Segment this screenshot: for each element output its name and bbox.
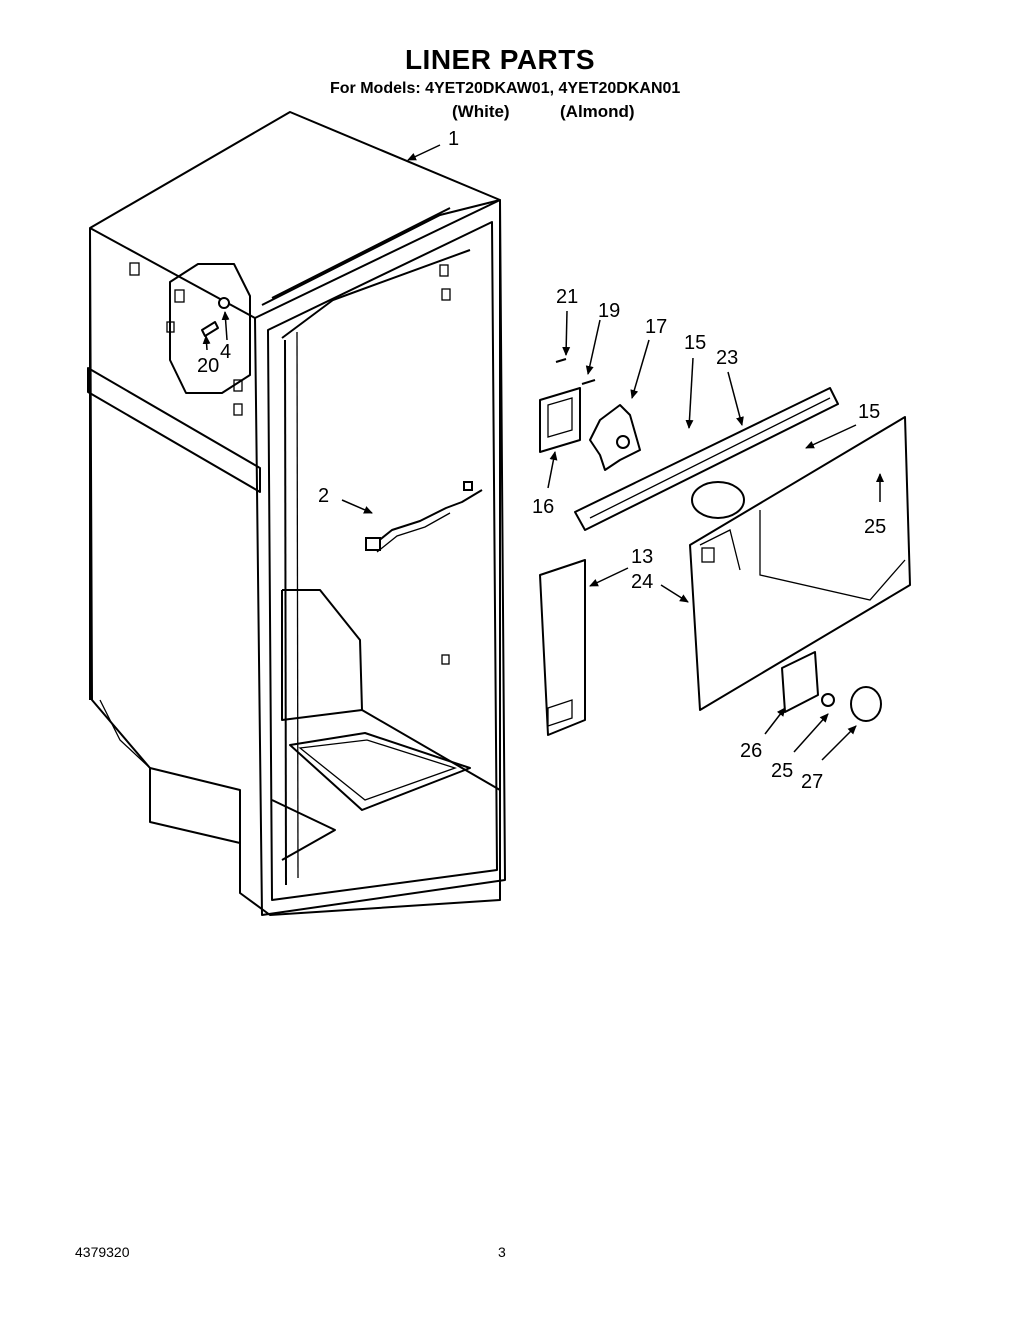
page-number: 3 xyxy=(498,1244,506,1260)
callout-labels: 1 2 4 20 21 19 17 15 23 15 16 25 13 24 2… xyxy=(197,128,886,793)
callout-25-lower: 25 xyxy=(771,760,793,782)
callout-23: 23 xyxy=(716,347,738,369)
callout-16: 16 xyxy=(532,496,554,518)
page-title: LINER PARTS xyxy=(404,44,596,75)
callout-19: 19 xyxy=(598,300,620,322)
callout-24: 24 xyxy=(631,571,653,593)
callout-27: 27 xyxy=(801,771,823,793)
callout-21: 21 xyxy=(556,286,578,308)
callout-17: 17 xyxy=(645,316,667,338)
callout-2: 2 xyxy=(318,485,329,507)
callout-15-upper: 15 xyxy=(684,332,706,354)
part-number: 4379320 xyxy=(75,1244,130,1260)
control-knob-assembly xyxy=(781,651,882,722)
callout-4: 4 xyxy=(220,341,231,363)
liner-cabinet xyxy=(87,111,506,916)
callout-20: 20 xyxy=(197,355,219,377)
wire-harness xyxy=(365,481,483,553)
model-numbers: For Models: 4YET20DKAW01, 4YET20DKAN01 xyxy=(330,80,681,97)
callout-13: 13 xyxy=(631,546,653,568)
callout-arrows xyxy=(202,144,884,761)
callout-26: 26 xyxy=(740,740,762,762)
callout-15-right: 15 xyxy=(858,401,880,423)
small-parts-4-20 xyxy=(201,297,230,337)
variant-almond: (Almond) xyxy=(560,102,635,121)
fan-motor-assembly xyxy=(539,358,641,471)
callout-25-upper: 25 xyxy=(864,516,886,538)
variant-white: (White) xyxy=(452,102,510,121)
air-duct xyxy=(539,559,586,736)
evaporator-cover xyxy=(689,416,911,711)
callout-1: 1 xyxy=(448,128,459,150)
vent-grille xyxy=(574,387,839,531)
